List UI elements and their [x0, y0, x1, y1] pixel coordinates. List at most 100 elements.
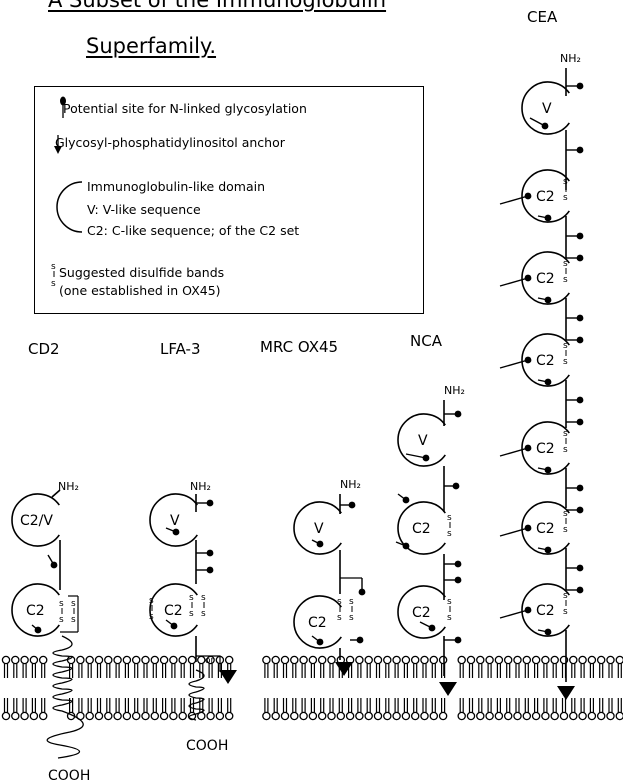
domain-label: C2 — [536, 353, 555, 369]
lipid-upper — [21, 656, 28, 678]
lipid-lower — [309, 698, 316, 720]
lipid-upper — [86, 656, 93, 678]
glycosylation-site — [403, 543, 410, 550]
domain-label: C2 — [536, 603, 555, 619]
glycosylation-site — [525, 275, 532, 282]
lipid-lower — [86, 698, 93, 720]
glycosylation-site — [359, 589, 366, 596]
glycosylation-site — [545, 379, 552, 386]
glycosylation-site — [453, 483, 460, 490]
glycosylation-site — [35, 627, 42, 634]
lipid-lower — [505, 698, 512, 720]
svg-text:s: s — [51, 279, 56, 289]
lipid-lower — [291, 698, 298, 720]
lipid-upper — [151, 656, 158, 678]
disulfide-s: s — [447, 613, 452, 623]
domain-label: V — [314, 521, 324, 537]
lipid-lower — [272, 698, 279, 720]
lipid-upper — [40, 656, 47, 678]
cell-membrane — [2, 656, 623, 719]
lipid-lower — [495, 698, 502, 720]
lipid-lower — [579, 698, 586, 720]
glycosylation-site — [577, 255, 584, 262]
lipid-upper — [430, 656, 437, 678]
gpi-anchor — [557, 686, 575, 700]
disulfide-s: s — [189, 593, 194, 603]
domain-label: C2 — [536, 441, 555, 457]
disulfide-s: s — [563, 275, 568, 285]
lipid-upper — [588, 656, 595, 678]
lipid-upper — [170, 656, 177, 678]
gpi-anchor — [439, 682, 457, 696]
lipid-upper — [533, 656, 540, 678]
glycosylation-site — [349, 502, 356, 509]
lipid-lower — [374, 698, 381, 720]
legend-disulfide-icon: s s — [51, 262, 56, 289]
glycosylation-site — [207, 500, 214, 507]
lipid-upper — [477, 656, 484, 678]
lipid-lower — [347, 698, 354, 720]
disulfide-s: s — [563, 193, 568, 203]
glycosylation-site — [542, 123, 549, 130]
lipid-upper — [142, 656, 149, 678]
svg-text:s: s — [51, 262, 56, 272]
disulfide-s: s — [447, 513, 452, 523]
glycosylation-site — [577, 147, 584, 154]
lipid-lower — [356, 698, 363, 720]
glycosylation-site — [429, 625, 436, 632]
lipid-upper — [402, 656, 409, 678]
disulfide-s: s — [563, 429, 568, 439]
disulfide-s: s — [59, 615, 64, 625]
domain-label: V — [418, 433, 428, 449]
glycosylation-site — [525, 193, 532, 200]
lipid-lower — [440, 698, 447, 720]
glycosylation-site — [577, 507, 584, 514]
lipid-upper — [188, 656, 195, 678]
lipid-lower — [607, 698, 614, 720]
lipid-upper — [12, 656, 19, 678]
domain-label: C2 — [536, 189, 555, 205]
glycosylation-site — [577, 419, 584, 426]
lipid-upper — [523, 656, 530, 678]
lipid-upper — [114, 656, 121, 678]
lipid-upper — [458, 656, 465, 678]
lipid-lower — [319, 698, 326, 720]
lipid-lower — [551, 698, 558, 720]
glycosylation-site — [545, 629, 552, 636]
domain-label: C2 — [308, 615, 327, 631]
glycosylation-site — [545, 215, 552, 222]
lipid-upper — [542, 656, 549, 678]
lipid-lower — [216, 698, 223, 720]
glycosylation-site — [577, 587, 584, 594]
lipid-lower — [179, 698, 186, 720]
disulfide-s: s — [563, 357, 568, 367]
lipid-lower — [560, 698, 567, 720]
disulfide-s: s — [349, 613, 354, 623]
ig-domain: V — [150, 494, 197, 546]
lipid-upper — [374, 656, 381, 678]
glycosylation-stalk — [500, 196, 528, 204]
disulfide-s: s — [201, 609, 206, 619]
nh2-terminus: NH₂ — [340, 478, 361, 491]
domain-label: V — [542, 101, 552, 117]
lipid-lower — [421, 698, 428, 720]
lipid-lower — [40, 698, 47, 720]
disulfide-s: s — [563, 341, 568, 351]
lipid-lower — [21, 698, 28, 720]
glycosylation-site — [173, 529, 180, 536]
domain-label: C2 — [412, 521, 431, 537]
nh2-terminus: NH₂ — [560, 52, 581, 65]
lipid-upper — [384, 656, 391, 678]
glycosylation-site — [357, 637, 364, 644]
glycosylation-site — [577, 233, 584, 240]
glycosylation-site — [455, 411, 462, 418]
lipid-upper — [393, 656, 400, 678]
lipid-lower — [402, 698, 409, 720]
lipid-upper — [95, 656, 102, 678]
domain-label: C2 — [26, 603, 45, 619]
lipid-lower — [2, 698, 9, 720]
glycosylation-stalk — [500, 610, 528, 618]
lipid-lower — [412, 698, 419, 720]
